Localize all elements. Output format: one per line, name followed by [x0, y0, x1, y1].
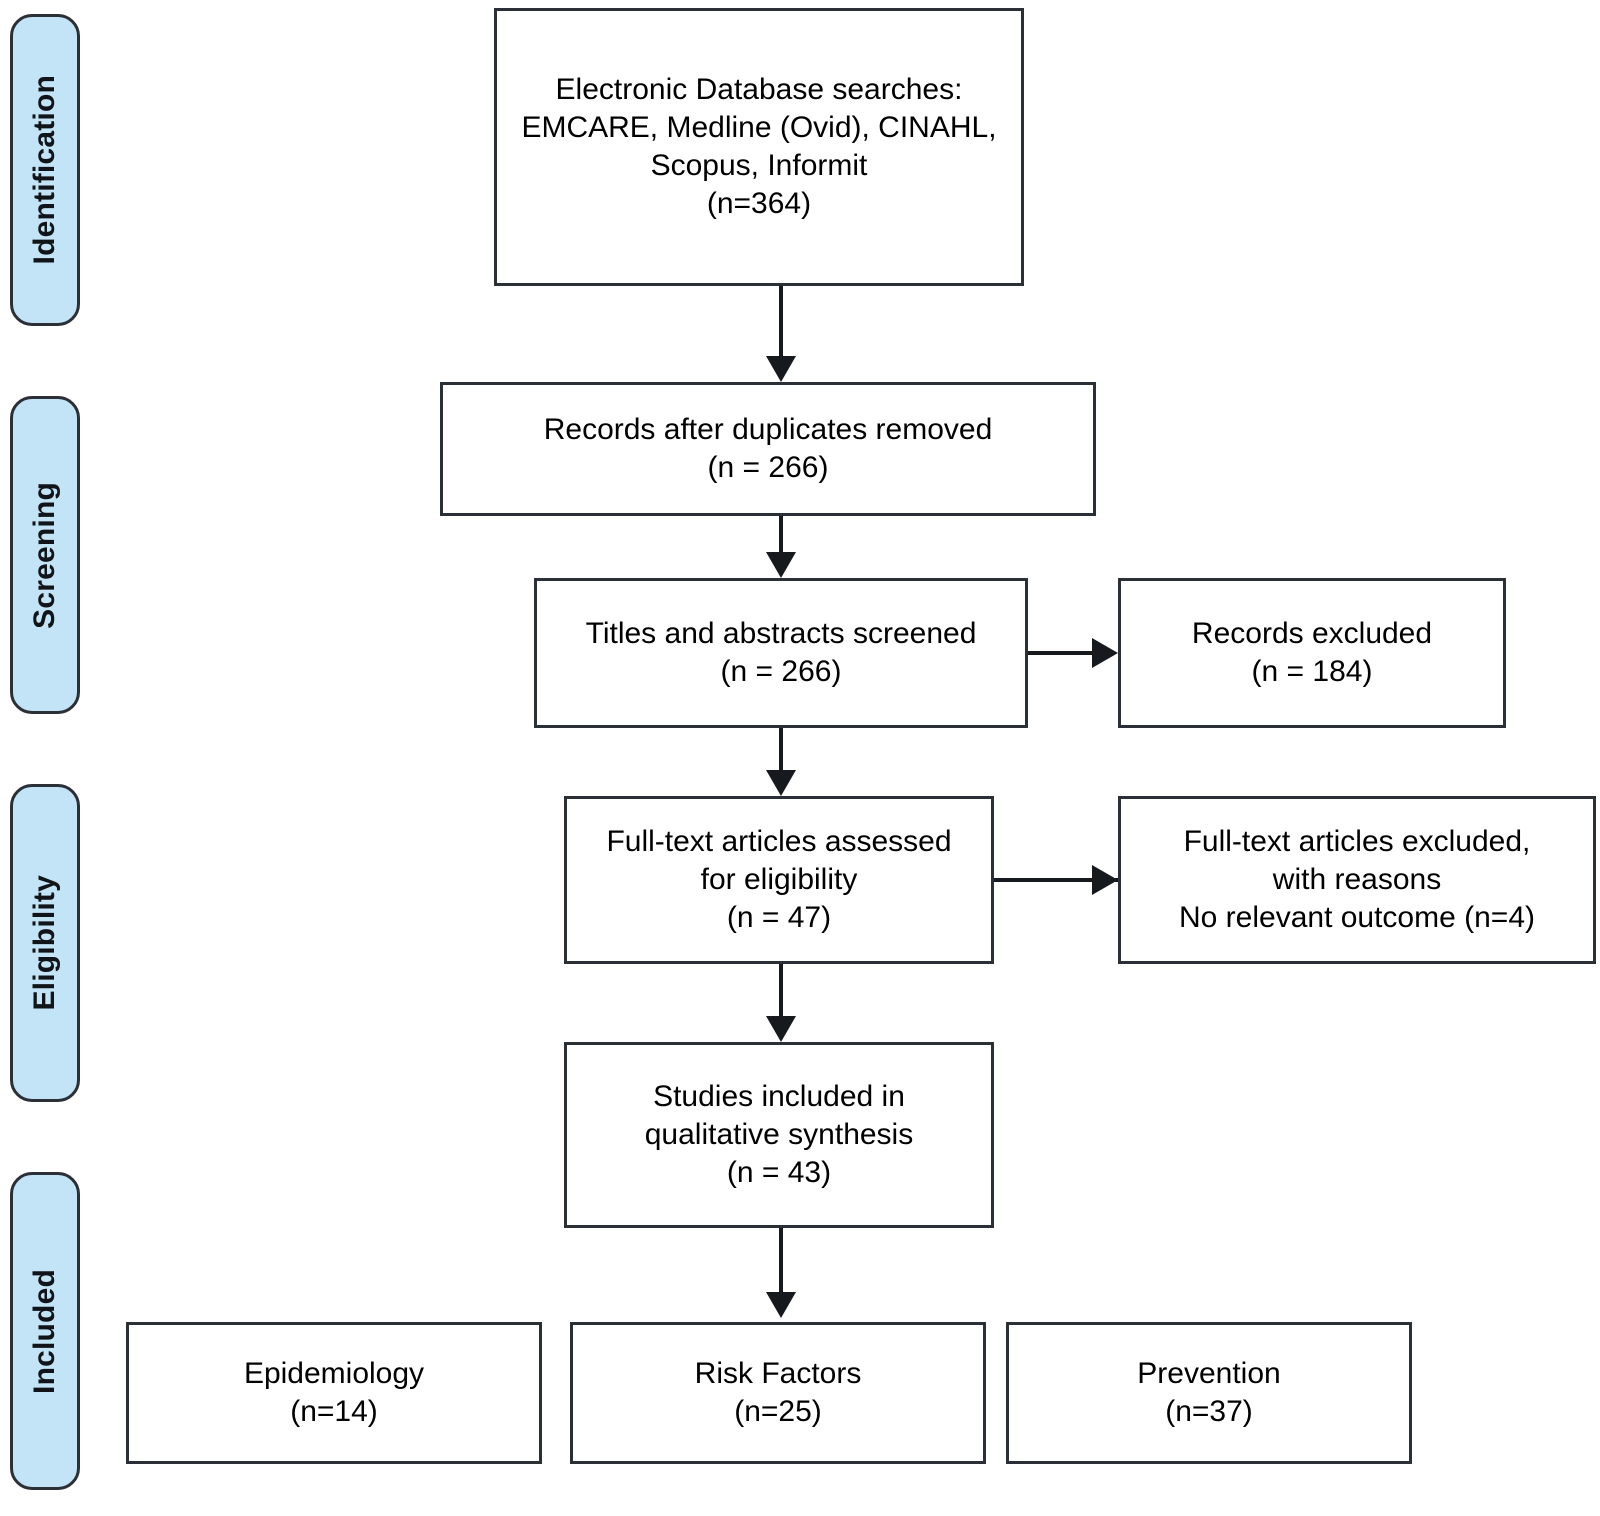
arrow-right-icon: [1092, 638, 1118, 668]
arrow-right-icon: [1092, 865, 1118, 895]
stage-label-screening: Screening: [28, 481, 61, 629]
box-database-searches: Electronic Database searches: EMCARE, Me…: [494, 8, 1024, 286]
stage-tab-screening: Screening: [10, 396, 80, 714]
box-titles-abstracts-screened-text: Titles and abstracts screened (n = 266): [585, 616, 977, 688]
box-studies-included: Studies included in qualitative synthesi…: [564, 1042, 994, 1228]
box-prevention-text: Prevention (n=37): [1137, 1356, 1281, 1428]
box-records-excluded: Records excluded (n = 184): [1118, 578, 1506, 728]
box-database-searches-text: Electronic Database searches: EMCARE, Me…: [521, 72, 997, 221]
arrow-down-icon: [766, 552, 796, 578]
box-fulltext-excluded-text: Full-text articles excluded, with reason…: [1178, 824, 1535, 935]
box-prevention: Prevention (n=37): [1006, 1322, 1412, 1464]
arrow-down-icon: [766, 1292, 796, 1318]
box-epidemiology-text: Epidemiology (n=14): [243, 1356, 425, 1428]
box-titles-abstracts-screened: Titles and abstracts screened (n = 266): [534, 578, 1028, 728]
arrow-down-icon: [766, 770, 796, 796]
box-fulltext-excluded: Full-text articles excluded, with reason…: [1118, 796, 1596, 964]
stage-tab-included: Included: [10, 1172, 80, 1490]
box-fulltext-assessed: Full-text articles assessed for eligibil…: [564, 796, 994, 964]
arrow-down-icon: [766, 1016, 796, 1042]
stage-label-included: Included: [28, 1268, 61, 1394]
box-fulltext-assessed-text: Full-text articles assessed for eligibil…: [606, 824, 952, 935]
box-risk-factors: Risk Factors (n=25): [570, 1322, 986, 1464]
stage-label-identification: Identification: [28, 75, 61, 265]
box-records-after-duplicates-text: Records after duplicates removed (n = 26…: [543, 412, 993, 484]
box-records-excluded-text: Records excluded (n = 184): [1191, 616, 1433, 688]
box-records-after-duplicates: Records after duplicates removed (n = 26…: [440, 382, 1096, 516]
box-epidemiology: Epidemiology (n=14): [126, 1322, 542, 1464]
box-risk-factors-text: Risk Factors (n=25): [694, 1356, 862, 1428]
stage-tab-identification: Identification: [10, 14, 80, 326]
arrow-down-icon: [766, 356, 796, 382]
stage-tab-eligibility: Eligibility: [10, 784, 80, 1102]
stage-label-eligibility: Eligibility: [28, 875, 61, 1011]
box-studies-included-text: Studies included in qualitative synthesi…: [644, 1079, 914, 1190]
